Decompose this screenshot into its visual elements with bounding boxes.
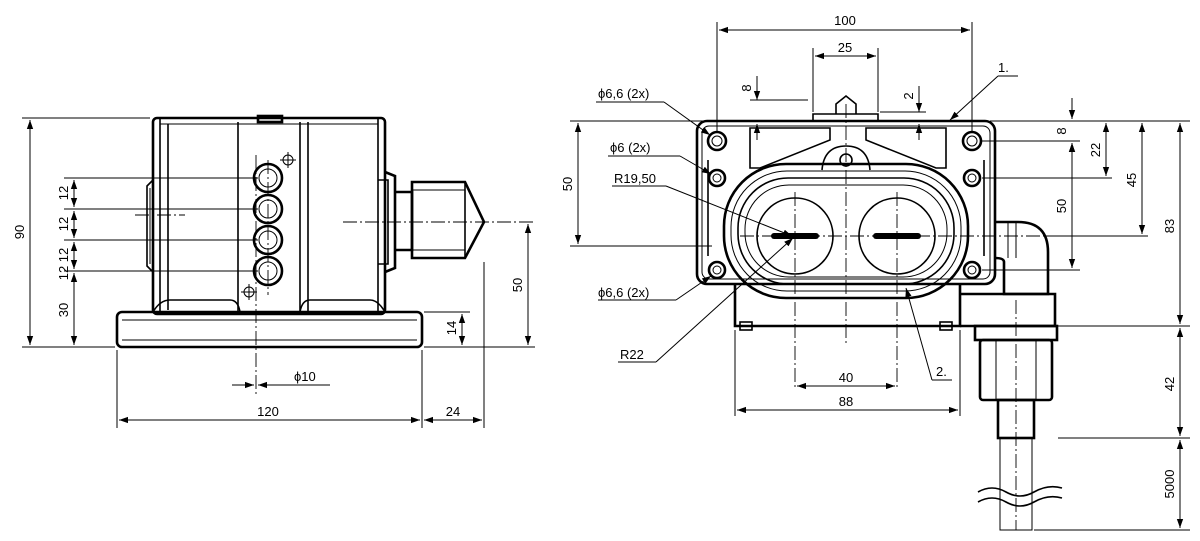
cable-gland-front <box>960 292 1063 531</box>
front-view <box>695 94 1140 531</box>
label-r19-50: R19,50 <box>614 171 656 186</box>
label-holes-top: ϕ6,6 (2x) <box>598 86 649 101</box>
dim-12-c: 12 <box>56 248 71 262</box>
dim-12-d: 12 <box>56 266 71 280</box>
dim-25: 25 <box>838 40 852 55</box>
dim-12-a: 12 <box>56 186 71 200</box>
dim-30: 30 <box>56 303 71 317</box>
dim-42: 42 <box>1162 377 1177 391</box>
dim-50-side: 50 <box>510 278 525 292</box>
dim-5000: 5000 <box>1162 470 1177 499</box>
dim-45: 45 <box>1124 173 1139 187</box>
side-view-dimensions <box>22 117 535 428</box>
dim-50-front-right: 50 <box>1054 199 1069 213</box>
front-view-dimensions <box>570 22 1190 531</box>
dim-8-right: 8 <box>1054 127 1069 134</box>
dim-83: 83 <box>1162 219 1177 233</box>
dim-90: 90 <box>12 225 27 239</box>
label-holes-bottom: ϕ6,6 (2x) <box>598 285 649 300</box>
dim-22: 22 <box>1088 143 1103 157</box>
dim-50-front-left: 50 <box>560 177 575 191</box>
label-holes-mid: ϕ6 (2x) <box>610 140 651 155</box>
housing <box>151 116 387 316</box>
callout-1: 1. <box>998 60 1009 75</box>
dim-24: 24 <box>446 404 460 419</box>
dim-2-top: 2 <box>901 92 916 99</box>
dim-12-b: 12 <box>56 217 71 231</box>
elbow-connector <box>994 220 1050 296</box>
dim-120: 120 <box>257 404 279 419</box>
label-r22: R22 <box>620 347 644 362</box>
dim-100: 100 <box>834 13 856 28</box>
callout-2: 2. <box>936 364 947 379</box>
base-plate <box>115 310 424 349</box>
dim-14: 14 <box>444 321 459 335</box>
dim-phi10: ϕ10 <box>294 369 316 384</box>
dim-40: 40 <box>839 370 853 385</box>
dim-8-top: 8 <box>739 84 754 91</box>
dim-88: 88 <box>839 394 853 409</box>
side-view <box>115 114 535 395</box>
